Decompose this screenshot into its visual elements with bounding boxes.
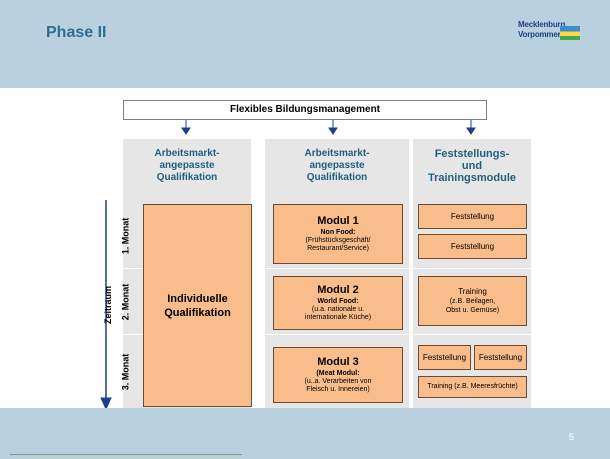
- column-header-3: Feststellungs- und Trainingsmodule: [427, 148, 516, 184]
- modul-subtitle: Non Food:: [320, 229, 356, 236]
- modul-subtitle: (Meat Modul:: [316, 370, 360, 377]
- row-separator: [123, 268, 531, 269]
- modul-description: (u.a. nationale u. internationale Küche): [304, 306, 372, 321]
- modul-1-box: Modul 1 Non Food: (Frühstücksgeschäft/ R…: [273, 204, 403, 264]
- training-box-2: Training (z.B. Meeresfrüchte): [418, 376, 527, 398]
- flexibles-bildungsmanagement-box: Flexibles Bildungsmanagement: [123, 100, 487, 120]
- feststellung-box: Feststellung: [418, 204, 527, 229]
- month-text: 3. Monat: [120, 353, 131, 391]
- modul-title: Modul 3: [317, 356, 359, 368]
- training-box-1: Training (z.B. Beilagen, Obst u. Gemüse): [418, 276, 527, 326]
- modul-description: (u..a. Verarbeiten von Fleisch u. Innere…: [304, 378, 372, 393]
- modul-3-box: Modul 3 (Meat Modul: (u..a. Verarbeiten …: [273, 347, 403, 403]
- modul-title: Modul 1: [317, 215, 359, 227]
- time-axis-label: Zeitraum: [103, 285, 114, 325]
- page-number: 5: [568, 432, 574, 442]
- footer-divider: [10, 454, 242, 455]
- slide-title: Phase II: [46, 24, 107, 41]
- modul-description: (Frühstücksgeschäft/ Restaurant/Service): [305, 237, 371, 252]
- row-separator: [123, 334, 531, 335]
- individuelle-qualifikation-box: Individuelle Qualifikation: [143, 204, 252, 407]
- month-text: 2. Monat: [120, 283, 131, 321]
- month-label-3: 3. Monat: [114, 336, 136, 408]
- logo-text-line2: Vorpommern: [518, 30, 566, 39]
- modul-2-box: Modul 2 World Food: (u.a. nationale u. i…: [273, 276, 403, 330]
- slide-footer: [0, 408, 610, 459]
- state-logo: Mecklenburg Vorpommern: [518, 20, 580, 60]
- month-label-1: 1. Monat: [114, 204, 136, 268]
- training-title: Training: [458, 287, 487, 296]
- feststellung-box: Feststellung: [418, 234, 527, 259]
- month-label-2: 2. Monat: [114, 270, 136, 334]
- modul-title: Modul 2: [317, 284, 359, 296]
- logo-flag-icon: [560, 26, 580, 40]
- month-text: 1. Monat: [120, 217, 131, 255]
- feststellung-box: Feststellung: [474, 345, 527, 370]
- training-description: (z.B. Beilagen, Obst u. Gemüse): [445, 298, 500, 314]
- column-header-2: Arbeitsmarkt- angepasste Qualifikation: [304, 148, 370, 183]
- feststellung-box: Feststellung: [418, 345, 471, 370]
- slide-header: [0, 0, 610, 88]
- logo-text-line1: Mecklenburg: [518, 20, 566, 29]
- column-header-1: Arbeitsmarkt- angepasste Qualifikation: [154, 148, 220, 183]
- modul-subtitle: World Food:: [317, 298, 359, 305]
